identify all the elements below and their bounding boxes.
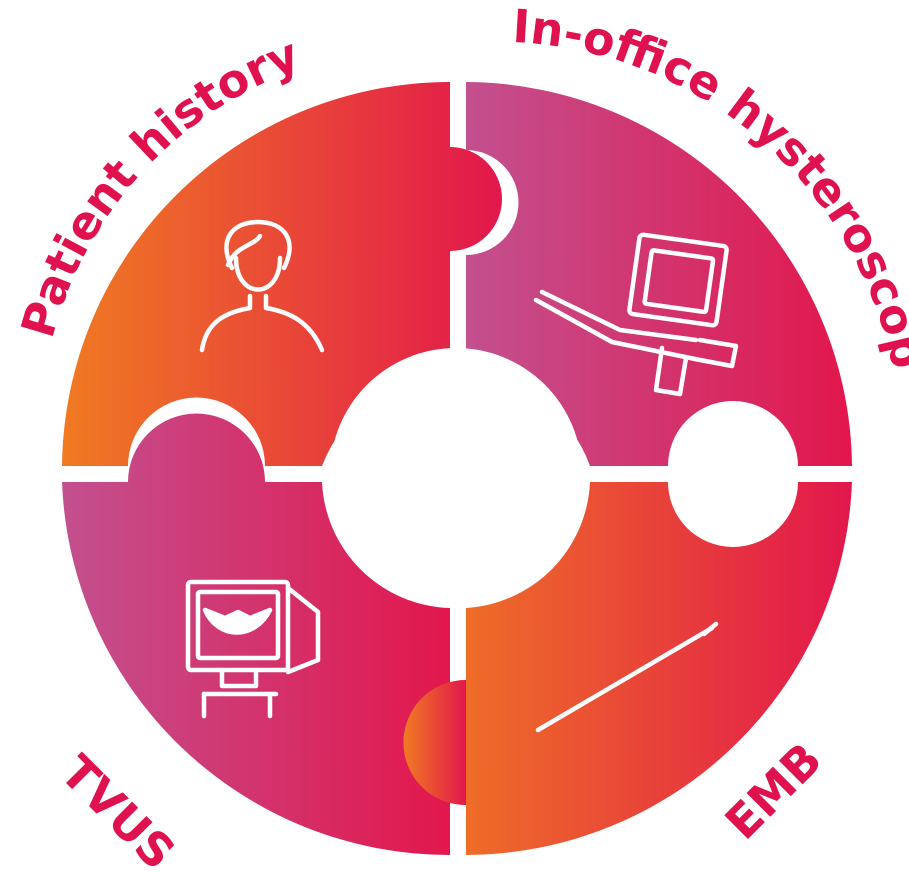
- biopsy-pipelle-icon: [535, 621, 719, 733]
- segment-emb: [403, 482, 852, 855]
- label-tvus: TVUS: [50, 745, 185, 872]
- segment-hysteroscopy: [466, 82, 852, 466]
- ultrasound-monitor-icon: [185, 579, 321, 719]
- label-emb: EMB: [715, 732, 833, 850]
- hysteroscope-icon: [533, 232, 739, 397]
- person-icon: [199, 219, 325, 353]
- center-hole: [330, 348, 582, 600]
- puzzle-tab-tvus: [403, 680, 466, 805]
- segment-tvus: [62, 413, 450, 856]
